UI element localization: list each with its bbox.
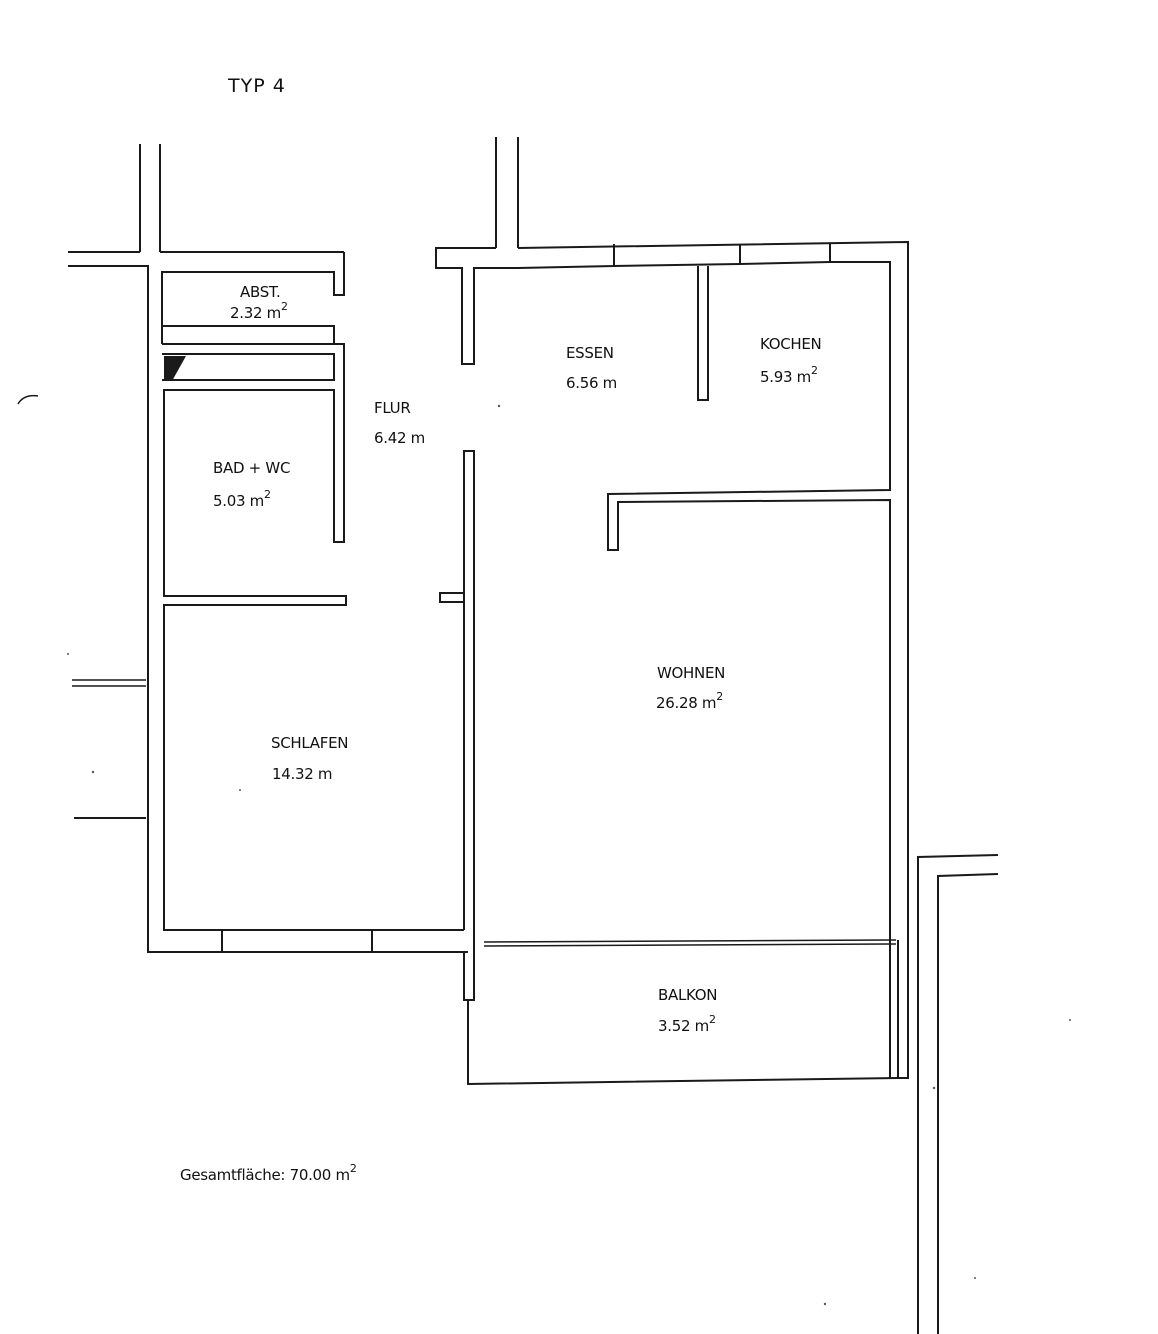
room-area: 3.52 m bbox=[658, 1017, 709, 1035]
svg-text:6.56 m: 6.56 m bbox=[566, 374, 617, 392]
room-area: 5.03 m bbox=[213, 492, 264, 510]
room-name: ESSEN bbox=[566, 344, 614, 362]
room-balkon: BALKON 3.52 m2 bbox=[658, 986, 717, 1035]
svg-text:6.42 m: 6.42 m bbox=[374, 429, 425, 447]
total-area: Gesamtfläche: 70.00 m2 bbox=[180, 1162, 357, 1184]
scan-specks bbox=[17, 394, 1071, 1306]
room-area: 5.93 m bbox=[760, 368, 811, 386]
room-area: 6.42 m bbox=[374, 429, 425, 447]
svg-text:14.32 m: 14.32 m bbox=[272, 765, 332, 783]
room-area: 2.32 m bbox=[230, 304, 281, 322]
room-name: FLUR bbox=[374, 399, 410, 417]
room-abst: ABST. 2.32 m2 bbox=[230, 283, 288, 322]
total-area-superscript: 2 bbox=[350, 1162, 357, 1175]
svg-text:3.52 m2: 3.52 m2 bbox=[658, 1013, 716, 1035]
left-walls bbox=[68, 144, 475, 1001]
svg-text:5.03 m2: 5.03 m2 bbox=[213, 488, 271, 510]
room-name: KOCHEN bbox=[760, 335, 821, 353]
area-superscript: 2 bbox=[264, 488, 271, 501]
room-name: WOHNEN bbox=[657, 664, 725, 682]
room-flur: FLUR 6.42 m bbox=[374, 399, 425, 447]
room-name: BALKON bbox=[658, 986, 717, 1004]
room-name: ABST. bbox=[240, 283, 280, 301]
svg-text:2.32 m2: 2.32 m2 bbox=[230, 300, 288, 322]
room-essen: ESSEN 6.56 m bbox=[566, 344, 617, 392]
area-superscript: 2 bbox=[709, 1013, 716, 1026]
room-area: 14.32 m bbox=[272, 765, 332, 783]
area-superscript: 2 bbox=[281, 300, 288, 313]
plan-title: TYP 4 bbox=[227, 75, 286, 97]
area-superscript: 2 bbox=[716, 690, 723, 703]
total-area-text: Gesamtfläche: 70.00 m bbox=[180, 1166, 350, 1184]
room-name: BAD + WC bbox=[213, 459, 290, 477]
room-kochen: KOCHEN 5.93 m2 bbox=[760, 335, 822, 386]
right-walls bbox=[435, 137, 999, 1334]
room-name: SCHLAFEN bbox=[271, 734, 348, 752]
svg-text:26.28 m2: 26.28 m2 bbox=[656, 690, 723, 712]
room-schlafen: SCHLAFEN 14.32 m bbox=[271, 734, 348, 783]
room-area: 6.56 m bbox=[566, 374, 617, 392]
room-bad: BAD + WC 5.03 m2 bbox=[213, 459, 290, 510]
room-wohnen: WOHNEN 26.28 m2 bbox=[656, 664, 725, 712]
room-area: 26.28 m bbox=[656, 694, 716, 712]
area-superscript: 2 bbox=[811, 364, 818, 377]
svg-text:5.93 m2: 5.93 m2 bbox=[760, 364, 818, 386]
